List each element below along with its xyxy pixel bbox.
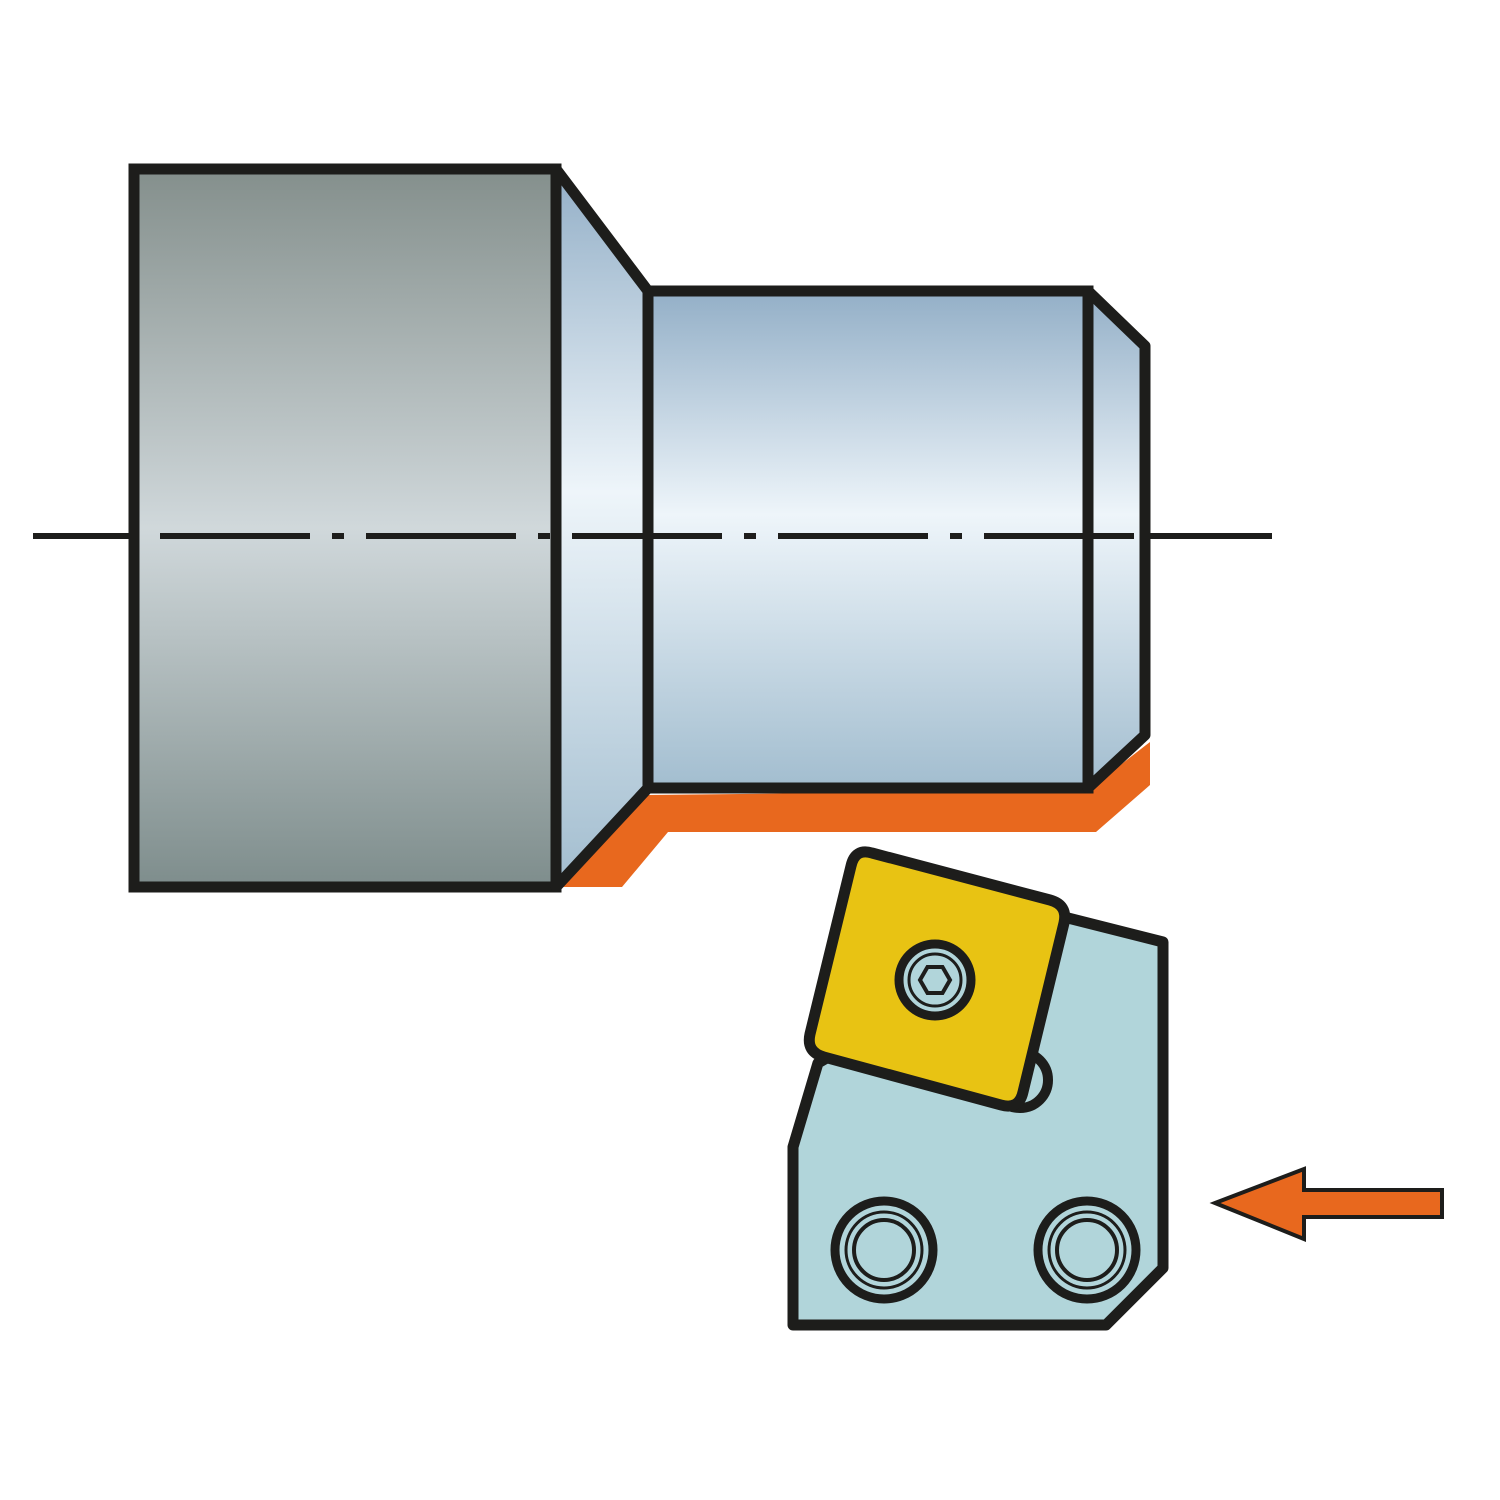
workpiece-small-diameter [642,285,1094,794]
hex-socket-icon [917,965,953,995]
workpiece-large-diameter [128,163,562,893]
holder-screw-left [830,1196,938,1304]
workpiece-end-chamfer [1082,285,1151,794]
machined-surface [560,742,1150,887]
holder-screw-right [1033,1196,1141,1304]
workpiece-chamfer [550,163,654,893]
insert-screw-inner [907,952,963,1008]
arrow-left-icon [1209,1166,1444,1242]
